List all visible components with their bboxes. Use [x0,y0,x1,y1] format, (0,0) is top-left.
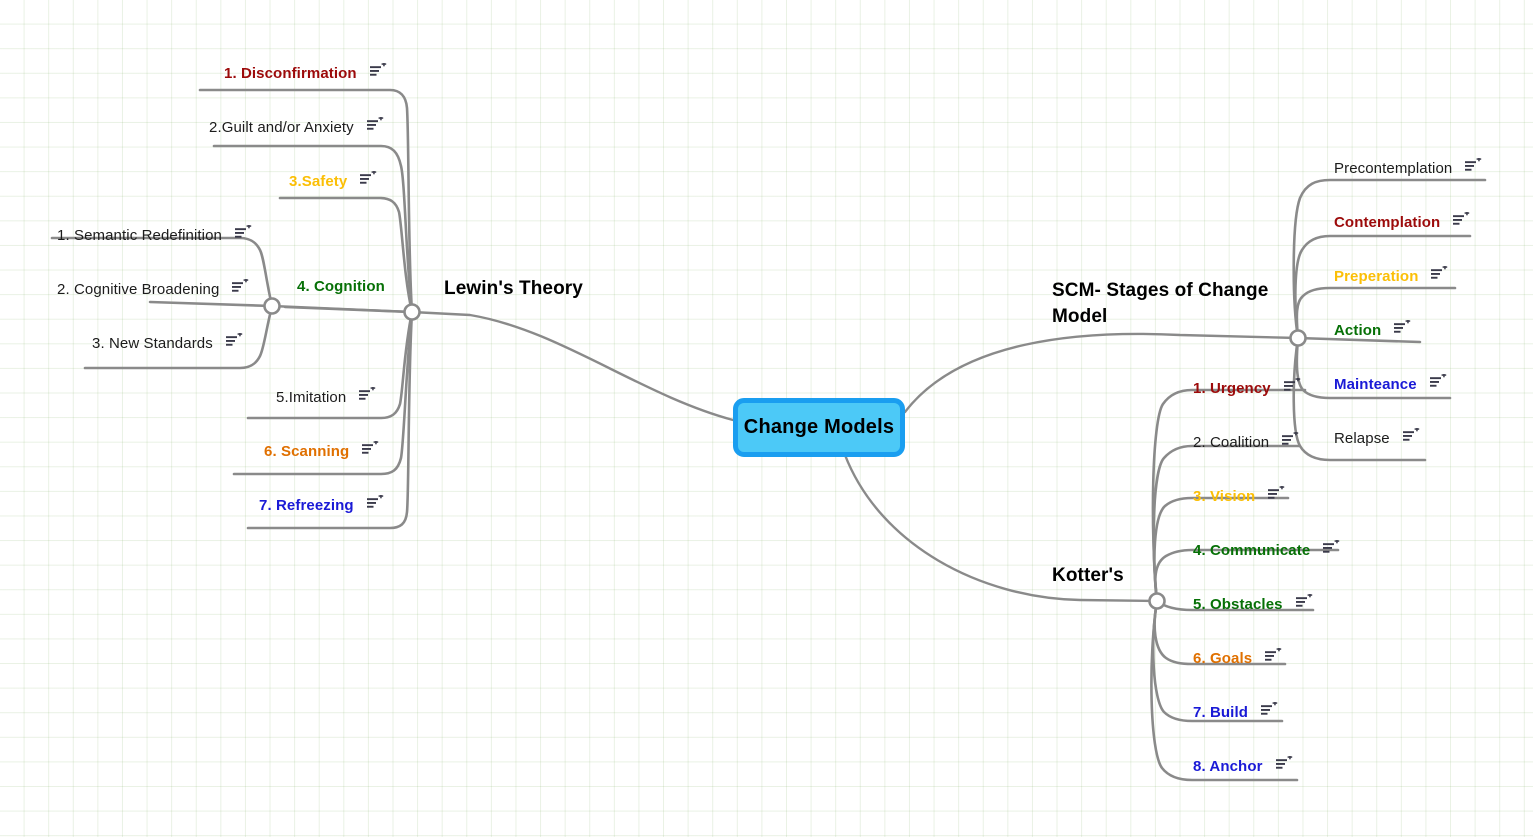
node-label: 4. Communicate [1193,541,1311,559]
node-kotters-8[interactable]: 8. Anchor [1193,754,1293,776]
branch-title-scm-line2: Model [1052,305,1108,327]
node-label: Relapse [1334,429,1390,447]
node-label: Action [1334,321,1382,339]
node-lewin-2[interactable]: 2.Guilt and/or Anxiety [209,115,384,137]
note-add-icon[interactable] [360,169,377,191]
note-add-icon[interactable] [1394,318,1411,340]
node-scm-4[interactable]: Action [1334,318,1411,340]
note-add-icon[interactable] [1268,484,1285,506]
central-node[interactable]: Change Models [733,398,905,457]
node-label: 3.Safety [289,172,348,190]
note-add-icon[interactable] [1295,592,1313,614]
note-add-icon[interactable] [1429,372,1447,394]
node-cognition-1[interactable]: 1. Semantic Redefinition [57,223,252,245]
node-cognition-2[interactable]: 2. Cognitive Broadening [57,277,249,299]
node-label: Precontemplation [1334,159,1453,177]
node-lewin-4[interactable]: 4. Cognition [297,279,385,294]
branch-title-lewin-text: Lewin's Theory [444,278,583,299]
note-add-icon[interactable] [1453,210,1470,232]
node-lewin-7[interactable]: 7. Refreezing [259,493,384,515]
node-scm-1[interactable]: Precontemplation [1334,156,1482,178]
node-label: 5.Imitation [276,388,347,406]
node-kotters-3[interactable]: 3. Vision [1193,484,1285,506]
junction-scm [1289,329,1307,347]
node-scm-2[interactable]: Contemplation [1334,210,1470,232]
note-add-icon[interactable] [235,223,252,245]
note-add-icon[interactable] [1402,426,1420,448]
note-add-icon[interactable] [366,115,384,137]
node-label: 7. Build [1193,703,1248,721]
junction-kotters [1148,592,1166,610]
note-add-icon[interactable] [359,385,376,407]
node-lewin-3[interactable]: 3.Safety [289,169,377,191]
node-scm-3[interactable]: Preperation [1334,264,1448,286]
note-add-icon[interactable] [1282,430,1299,452]
node-label: 7. Refreezing [259,496,354,514]
node-kotters-7[interactable]: 7. Build [1193,700,1278,722]
note-add-icon[interactable] [1275,754,1293,776]
node-label: 2.Guilt and/or Anxiety [209,118,354,136]
node-label: 3. New Standards [92,334,213,352]
note-add-icon[interactable] [362,439,379,461]
node-label: 1. Urgency [1193,379,1271,397]
branch-title-kotters[interactable]: Kotter's [1052,563,1124,589]
note-add-icon[interactable] [1283,376,1301,398]
node-label: 1. Disconfirmation [224,64,357,82]
node-kotters-5[interactable]: 5. Obstacles [1193,592,1313,614]
node-lewin-1[interactable]: 1. Disconfirmation [224,61,387,83]
node-kotters-4[interactable]: 4. Communicate [1193,538,1340,560]
note-add-icon[interactable] [1431,264,1448,286]
node-scm-5[interactable]: Mainteance [1334,372,1447,394]
node-kotters-2[interactable]: 2. Coalition [1193,430,1299,452]
junction-lewin [403,303,421,321]
note-add-icon[interactable] [225,331,243,353]
node-lewin-6[interactable]: 6. Scanning [264,439,379,461]
node-lewin-5[interactable]: 5.Imitation [276,385,376,407]
node-label: 3. Vision [1193,487,1256,505]
note-add-icon[interactable] [1465,156,1482,178]
node-label: 2. Cognitive Broadening [57,280,220,298]
node-cognition-3[interactable]: 3. New Standards [92,331,243,353]
branch-title-kotters-text: Kotter's [1052,565,1124,586]
node-label: Preperation [1334,267,1419,285]
node-label: 8. Anchor [1193,757,1263,775]
junction-lewin-sub [263,297,281,315]
branch-title-lewin[interactable]: Lewin's Theory [444,276,583,302]
branch-title-scm[interactable]: SCM- Stages of Change Model [1052,278,1282,329]
node-label: 6. Goals [1193,649,1253,667]
node-kotters-6[interactable]: 6. Goals [1193,646,1282,668]
node-kotters-1[interactable]: 1. Urgency [1193,376,1301,398]
note-add-icon[interactable] [366,493,384,515]
node-label: 1. Semantic Redefinition [57,226,222,244]
branch-title-scm-line1: SCM- Stages of Change [1052,280,1269,301]
note-add-icon[interactable] [1323,538,1340,560]
note-add-icon[interactable] [1260,700,1278,722]
node-scm-6[interactable]: Relapse [1334,426,1420,448]
note-add-icon[interactable] [369,61,387,83]
node-label: 6. Scanning [264,442,350,460]
node-label: Contemplation [1334,213,1441,231]
node-label: 4. Cognition [297,278,385,295]
note-add-icon[interactable] [1265,646,1282,668]
node-label: 5. Obstacles [1193,595,1283,613]
node-label: Mainteance [1334,375,1417,393]
central-node-label: Change Models [743,416,895,438]
note-add-icon[interactable] [232,277,249,299]
node-label: 2. Coalition [1193,433,1270,451]
